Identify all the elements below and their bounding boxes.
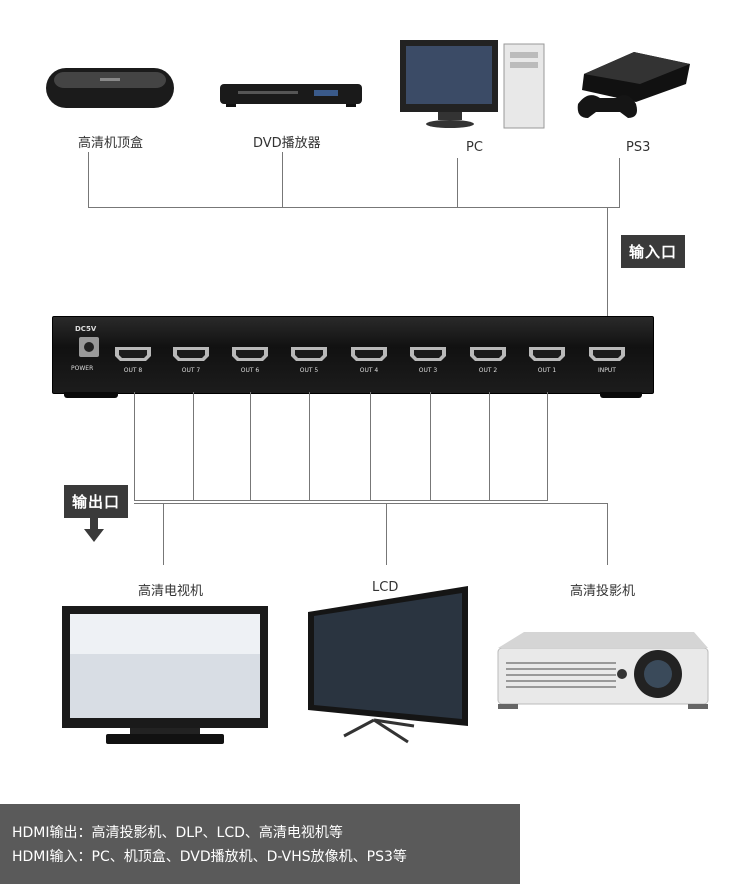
source-label-dvd: DVD播放器 — [253, 136, 321, 151]
hdmi-port-input[interactable] — [588, 346, 626, 362]
source-line-settop — [88, 152, 89, 207]
ps3-icon — [574, 44, 694, 128]
hdmi-port-out1[interactable] — [528, 346, 566, 362]
output-line-out4 — [370, 392, 371, 500]
footer-input-line: HDMI输入：PC、机顶盒、DVD播放机、D-VHS放像机、PS3等 — [12, 849, 407, 865]
output-drop-hdtv — [163, 503, 164, 565]
projector-icon — [494, 628, 714, 710]
hdmi-port-label: OUT 5 — [299, 367, 319, 374]
hdmi-port-label: OUT 1 — [537, 367, 557, 374]
arrow-down-icon — [84, 516, 104, 542]
footer-panel: HDMI输出：高清投影机、DLP、LCD、高清电视机等 HDMI输入：PC、机顶… — [0, 804, 520, 884]
hdmi-port-out2[interactable] — [469, 346, 507, 362]
pc-icon — [398, 36, 548, 132]
hdmi-port-out4[interactable] — [350, 346, 388, 362]
splitter-foot-left — [64, 392, 106, 398]
dvd-player-icon — [218, 82, 364, 108]
hdmi-port-out3[interactable] — [409, 346, 447, 362]
output-drop-projector — [607, 503, 608, 565]
dc-label: DC5V — [75, 325, 97, 333]
output-line-out2 — [489, 392, 490, 500]
power-label: POWER — [71, 365, 94, 372]
hdmi-port-out5[interactable] — [290, 346, 328, 362]
input-feed-line — [607, 207, 608, 319]
dc-jack[interactable] — [79, 337, 99, 357]
output-label-hdtv: 高清电视机 — [138, 584, 204, 599]
output-label-projector: 高清投影机 — [570, 584, 636, 599]
source-bus-line — [88, 207, 620, 208]
splitter-foot-right — [600, 392, 642, 398]
settop-box-icon — [40, 62, 180, 116]
splitter-foot-left2 — [96, 392, 118, 398]
output-line-out8 — [134, 392, 135, 500]
output-bus-top — [134, 500, 548, 501]
source-label-ps3: PS3 — [626, 140, 651, 155]
output-port-tag: 输出口 — [64, 485, 129, 518]
hdmi-port-label: OUT 6 — [240, 367, 260, 374]
hdmi-port-label: OUT 4 — [359, 367, 379, 374]
output-bus-bottom — [134, 503, 608, 504]
source-line-pc — [457, 158, 458, 207]
source-line-dvd — [282, 152, 283, 207]
hdmi-port-label: OUT 3 — [418, 367, 438, 374]
input-port-tag: 输入口 — [621, 235, 686, 268]
hdtv-icon — [60, 604, 270, 750]
footer-output-line: HDMI输出：高清投影机、DLP、LCD、高清电视机等 — [12, 825, 343, 841]
hdmi-port-out7[interactable] — [172, 346, 210, 362]
output-line-out3 — [430, 392, 431, 500]
output-label-lcd: LCD — [372, 580, 399, 595]
lcd-tv-icon — [304, 586, 472, 746]
source-label-pc: PC — [466, 140, 483, 155]
output-line-out6 — [250, 392, 251, 500]
hdmi-port-label: INPUT — [598, 367, 616, 374]
hdmi-port-label: OUT 8 — [123, 367, 143, 374]
output-line-out7 — [193, 392, 194, 500]
hdmi-port-out6[interactable] — [231, 346, 269, 362]
source-line-ps3 — [619, 158, 620, 207]
hdmi-port-label: OUT 7 — [181, 367, 201, 374]
output-line-out1 — [547, 392, 548, 500]
output-line-out5 — [309, 392, 310, 500]
hdmi-port-label: OUT 2 — [478, 367, 498, 374]
hdmi-port-out8[interactable] — [114, 346, 152, 362]
output-drop-lcd — [386, 503, 387, 565]
source-label-settop: 高清机顶盒 — [78, 136, 144, 151]
